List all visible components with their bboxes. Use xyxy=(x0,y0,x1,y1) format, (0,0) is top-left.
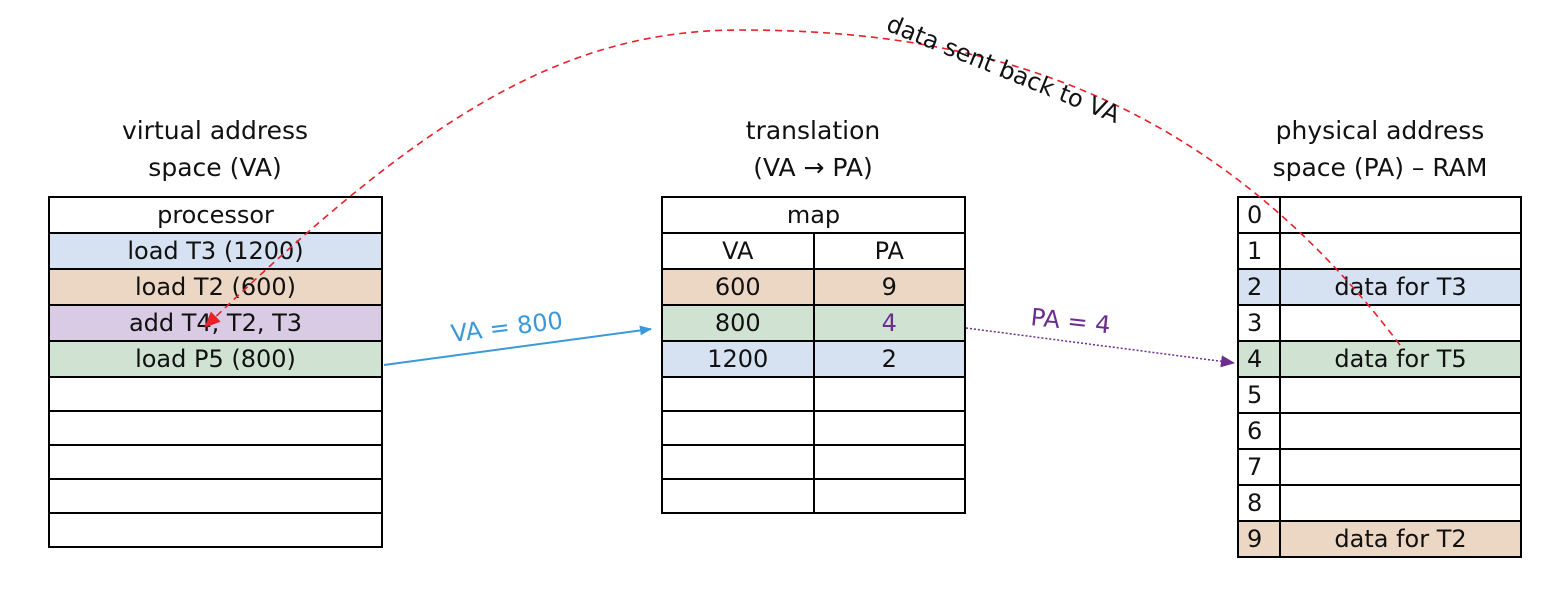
ram-index: 1 xyxy=(1237,232,1281,270)
map-header: map xyxy=(661,196,966,234)
map-row xyxy=(661,410,966,446)
data-return-arrow xyxy=(204,29,1401,346)
va-cell: load P5 (800) xyxy=(48,340,383,378)
ram-index: 8 xyxy=(1237,484,1281,522)
return-arrow-label: data sent back to VA xyxy=(883,10,1125,129)
pa-arrow-label: PA = 4 xyxy=(1029,303,1111,339)
ram-row: 3 xyxy=(1237,304,1522,342)
va-cell xyxy=(48,478,383,514)
ram-index: 0 xyxy=(1237,196,1281,234)
map-pa-cell: 9 xyxy=(812,268,966,306)
va-cell: load T3 (1200) xyxy=(48,232,383,270)
ram-index: 3 xyxy=(1237,304,1281,342)
va-row xyxy=(48,410,383,446)
ram-cell: data for T5 xyxy=(1279,340,1522,378)
va-row xyxy=(48,478,383,514)
va-row xyxy=(48,512,383,548)
ram-row: 8 xyxy=(1237,484,1522,522)
map-pa-cell xyxy=(812,444,966,480)
map-va-cell: 600 xyxy=(661,268,815,306)
va-row: load T2 (600) xyxy=(48,268,383,306)
map-va-cell: 800 xyxy=(661,304,815,342)
map-va-cell xyxy=(661,444,815,480)
va-cell xyxy=(48,512,383,548)
map-to-ram-arrow xyxy=(965,327,1235,368)
va-title-line2: space (VA) xyxy=(148,153,282,182)
tr-title-line1: translation xyxy=(745,116,881,145)
map-row xyxy=(661,478,966,514)
map-row xyxy=(661,376,966,412)
pa-title-line2: space (PA) – RAM xyxy=(1272,153,1488,182)
map-va-cell xyxy=(661,376,815,412)
map-row: 800 4 xyxy=(661,304,966,342)
virtual-address-space-title: virtual address space (VA) xyxy=(60,112,370,186)
ram-cell xyxy=(1279,484,1522,522)
pa-title-line1: physical address xyxy=(1275,116,1485,145)
translation-map-table: map VA PA 600 9 800 4 1200 2 xyxy=(661,196,966,514)
ram-index: 6 xyxy=(1237,412,1281,450)
ram-row: 7 xyxy=(1237,448,1522,486)
ram-cell xyxy=(1279,376,1522,414)
tr-title-line2: (VA → PA) xyxy=(753,153,873,182)
map-col-va: VA xyxy=(661,232,815,270)
ram-cell: data for T3 xyxy=(1279,268,1522,306)
map-pa-cell: 2 xyxy=(812,340,966,378)
va-row: load P5 (800) xyxy=(48,340,383,378)
ram-cell xyxy=(1279,448,1522,486)
ram-index: 7 xyxy=(1237,448,1281,486)
virtual-address-table: processor load T3 (1200) load T2 (600) a… xyxy=(48,196,383,548)
map-pa-cell xyxy=(812,478,966,514)
ram-cell xyxy=(1279,304,1522,342)
map-row: 1200 2 xyxy=(661,340,966,378)
map-pa-cell-highlighted: 4 xyxy=(812,304,966,342)
ram-row: 0 xyxy=(1237,196,1522,234)
map-header-row: map xyxy=(661,196,966,234)
ram-cell: data for T2 xyxy=(1279,520,1522,558)
map-pa-cell xyxy=(812,376,966,412)
va-row: load T3 (1200) xyxy=(48,232,383,270)
va-row xyxy=(48,444,383,480)
map-pa-cell xyxy=(812,410,966,446)
va-row xyxy=(48,376,383,412)
physical-address-space-title: physical address space (PA) – RAM xyxy=(1240,112,1520,186)
va-to-map-arrow xyxy=(383,325,652,366)
map-row xyxy=(661,444,966,480)
map-col-pa: PA xyxy=(812,232,966,270)
map-va-cell: 1200 xyxy=(661,340,815,378)
map-row: 600 9 xyxy=(661,268,966,306)
va-cell xyxy=(48,410,383,446)
ram-cell xyxy=(1279,196,1522,234)
va-cell: load T2 (600) xyxy=(48,268,383,306)
map-va-cell xyxy=(661,478,815,514)
ram-index: 9 xyxy=(1237,520,1281,558)
ram-cell xyxy=(1279,412,1522,450)
ram-index: 4 xyxy=(1237,340,1281,378)
va-cell xyxy=(48,444,383,480)
ram-row: 5 xyxy=(1237,376,1522,414)
map-column-header-row: VA PA xyxy=(661,232,966,270)
translation-title: translation (VA → PA) xyxy=(662,112,964,186)
va-cell xyxy=(48,376,383,412)
va-title-line1: virtual address xyxy=(121,116,309,145)
va-arrow-label: VA = 800 xyxy=(449,306,564,347)
ram-index: 5 xyxy=(1237,376,1281,414)
map-va-cell xyxy=(661,410,815,446)
ram-row: 6 xyxy=(1237,412,1522,450)
ram-index: 2 xyxy=(1237,268,1281,306)
